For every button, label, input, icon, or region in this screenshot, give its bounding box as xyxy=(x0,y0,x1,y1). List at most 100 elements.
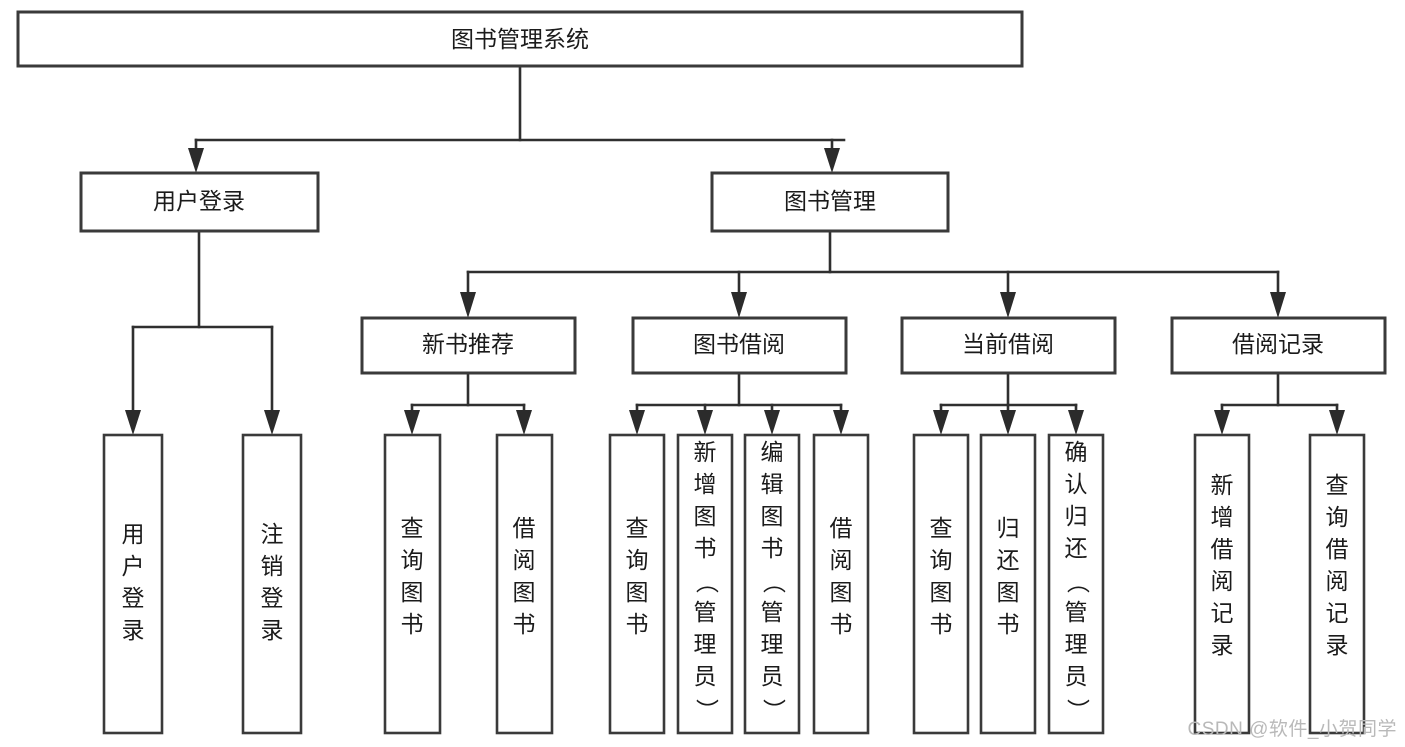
node-new-book-recommend-label: 新书推荐 xyxy=(422,331,514,357)
leaf-label-char: 图 xyxy=(830,579,853,605)
leaf-box[interactable] xyxy=(241,433,303,735)
arrow-head-br-leaf2 xyxy=(1329,410,1345,435)
arrow-head-cb-leaf1 xyxy=(933,410,949,435)
node-new-book-recommend-box[interactable] xyxy=(360,316,577,375)
node-root-box[interactable] xyxy=(16,10,1024,68)
leaf-label-char: 录 xyxy=(1326,632,1349,658)
leaf-label-char: 新 xyxy=(1211,472,1234,498)
arrow-head-bb-leaf1 xyxy=(629,410,645,435)
node-book-borrow-box[interactable] xyxy=(631,316,848,375)
leaf-box[interactable] xyxy=(495,433,554,735)
leaf-box[interactable] xyxy=(912,433,970,735)
node-book-management[interactable]: 图书管理 xyxy=(710,171,950,233)
leaf-box[interactable] xyxy=(812,433,870,735)
connector-group-root xyxy=(188,64,846,173)
leaf-label-char: 录 xyxy=(261,617,284,643)
leaf-label-char: 书 xyxy=(930,611,953,637)
leaf-label-char: 图 xyxy=(761,503,784,529)
leaf-label-vertical: 用户登录 xyxy=(122,521,145,643)
leaf-label-char: 归 xyxy=(997,515,1020,541)
leaf-label-char: （ xyxy=(1065,571,1091,594)
leaf-label-char: 理 xyxy=(761,631,784,657)
node-current-borrow-box[interactable] xyxy=(900,316,1117,375)
node-borrow-records-box[interactable] xyxy=(1170,316,1387,375)
node-borrow-records-label: 借阅记录 xyxy=(1232,331,1324,357)
connector-group-borrow-records xyxy=(1214,371,1345,435)
node-user-login-box[interactable] xyxy=(79,171,320,233)
leaf-user-login-login[interactable]: 用户登录 xyxy=(102,433,164,735)
node-root-label: 图书管理系统 xyxy=(451,26,589,52)
leaf-label-char: 图 xyxy=(930,579,953,605)
leaf-box[interactable] xyxy=(383,433,442,735)
leaf-box[interactable] xyxy=(1193,433,1251,735)
node-book-borrow[interactable]: 图书借阅 xyxy=(631,316,848,375)
node-book-management-box[interactable] xyxy=(710,171,950,233)
arrow-head-cb-leaf3 xyxy=(1068,410,1084,435)
leaf-label-char: 销 xyxy=(261,553,284,579)
leaf-label-char: 增 xyxy=(694,471,717,497)
arrow-head-nbr-leaf2 xyxy=(516,410,532,435)
leaf-label-char: 书 xyxy=(694,535,717,561)
node-root-book-management-system[interactable]: 图书管理系统 xyxy=(16,10,1024,68)
arrow-head-ul-leaf1 xyxy=(125,410,141,435)
leaf-label-char: 还 xyxy=(1065,535,1088,561)
arrow-head-user-login xyxy=(188,148,204,173)
leaf-box[interactable] xyxy=(102,433,164,735)
leaf-label-char: 管 xyxy=(694,599,717,625)
leaf-label-char: 查 xyxy=(401,515,424,541)
leaf-box[interactable] xyxy=(1308,433,1366,735)
leaf-label-char: 图 xyxy=(694,503,717,529)
arrow-head-new-book xyxy=(460,292,476,318)
leaf-box[interactable] xyxy=(743,433,801,735)
leaf-label-char: 登 xyxy=(261,585,284,611)
node-current-borrow[interactable]: 当前借阅 xyxy=(900,316,1117,375)
leaf-label-char: 阅 xyxy=(830,547,853,573)
node-borrow-records[interactable]: 借阅记录 xyxy=(1170,316,1387,375)
leaf-label-char: 阅 xyxy=(513,547,536,573)
leaf-box[interactable] xyxy=(1047,433,1105,735)
node-user-login[interactable]: 用户登录 xyxy=(79,171,320,233)
leaf-label-char: 书 xyxy=(401,611,424,637)
leaf-label-char: ） xyxy=(761,699,787,722)
leaf-box[interactable] xyxy=(676,433,734,735)
leaf-label-char: 辑 xyxy=(761,471,784,497)
leaf-label-char: 理 xyxy=(1065,631,1088,657)
leaf-label-char: 书 xyxy=(626,611,649,637)
connector-group-current-borrow xyxy=(933,371,1084,435)
leaf-label-char: 查 xyxy=(626,515,649,541)
leaf-label-char: 用 xyxy=(122,521,145,547)
arrow-head-ul-leaf2 xyxy=(264,410,280,435)
node-new-book-recommend[interactable]: 新书推荐 xyxy=(360,316,577,375)
leaf-box[interactable] xyxy=(608,433,666,735)
leaf-label-char: 借 xyxy=(830,515,853,541)
leaf-label-char: 管 xyxy=(1065,599,1088,625)
leaf-label-char: 书 xyxy=(761,535,784,561)
leaf-label-char: 认 xyxy=(1065,471,1088,497)
leaf-box[interactable] xyxy=(979,433,1037,735)
leaf-label-char: 询 xyxy=(626,547,649,573)
arrow-head-cb-leaf2 xyxy=(1000,410,1016,435)
arrow-head-bb-leaf4 xyxy=(833,410,849,435)
leaf-label-char: 询 xyxy=(1326,504,1349,530)
arrow-head-bb-leaf3 xyxy=(764,410,780,435)
